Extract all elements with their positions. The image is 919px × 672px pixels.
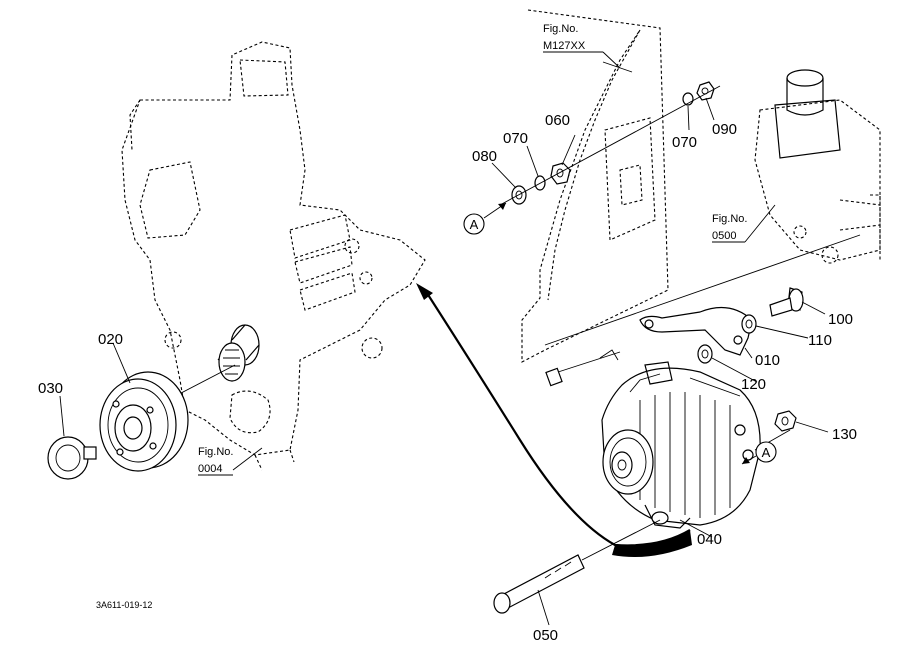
- fig-ref-0500: Fig.No. 0500: [712, 213, 747, 243]
- label-030: 030: [38, 380, 63, 397]
- label-110: 110: [808, 332, 832, 349]
- fig-ref-0500-caption: Fig.No.: [712, 213, 747, 225]
- adjusting-bracket: [545, 287, 804, 387]
- fig-ref-0004-number: 0004: [198, 463, 222, 475]
- label-060: 060: [545, 112, 570, 129]
- nut-130: [774, 410, 797, 432]
- label-080: 080: [472, 148, 497, 165]
- callout-a-left-label: A: [470, 217, 479, 232]
- fan-shroud: [521, 9, 669, 363]
- label-040: 040: [697, 531, 722, 548]
- label-130: 130: [832, 426, 857, 443]
- alternator: [601, 361, 791, 529]
- label-100: 100: [828, 311, 853, 328]
- leader-lines: [59, 61, 829, 626]
- label-120: 120: [741, 376, 766, 393]
- drawing-code: 3A611-019-12: [96, 600, 152, 610]
- callout-a-right: A: [741, 441, 777, 465]
- fig-ref-m127xx-caption: Fig.No.: [543, 23, 578, 35]
- crank-pulley: [99, 371, 189, 472]
- callout-a-left: A: [463, 202, 507, 235]
- gear-case: [121, 41, 426, 471]
- fig-ref-0004-caption: Fig.No.: [198, 446, 233, 458]
- upper-hardware: [499, 81, 721, 206]
- water-pump-housing: [754, 69, 881, 264]
- callout-a-right-label: A: [762, 445, 771, 460]
- fig-ref-0004: Fig.No. 0004: [198, 446, 233, 476]
- label-050: 050: [533, 627, 558, 644]
- assembly-arrow: [416, 283, 692, 558]
- through-bolt: [493, 519, 661, 614]
- fig-ref-m127xx-number: M127XX: [543, 40, 586, 52]
- crankshaft-spline: [109, 324, 260, 431]
- label-020: 020: [98, 331, 123, 348]
- label-090: 090: [712, 121, 737, 138]
- label-010: 010: [755, 352, 780, 369]
- fig-ref-0500-number: 0500: [712, 230, 736, 242]
- pulley-bolt: [47, 436, 97, 480]
- fig-ref-m127xx: Fig.No. M127XX: [543, 23, 621, 69]
- label-070-right: 070: [672, 134, 697, 151]
- label-070-left: 070: [503, 130, 528, 147]
